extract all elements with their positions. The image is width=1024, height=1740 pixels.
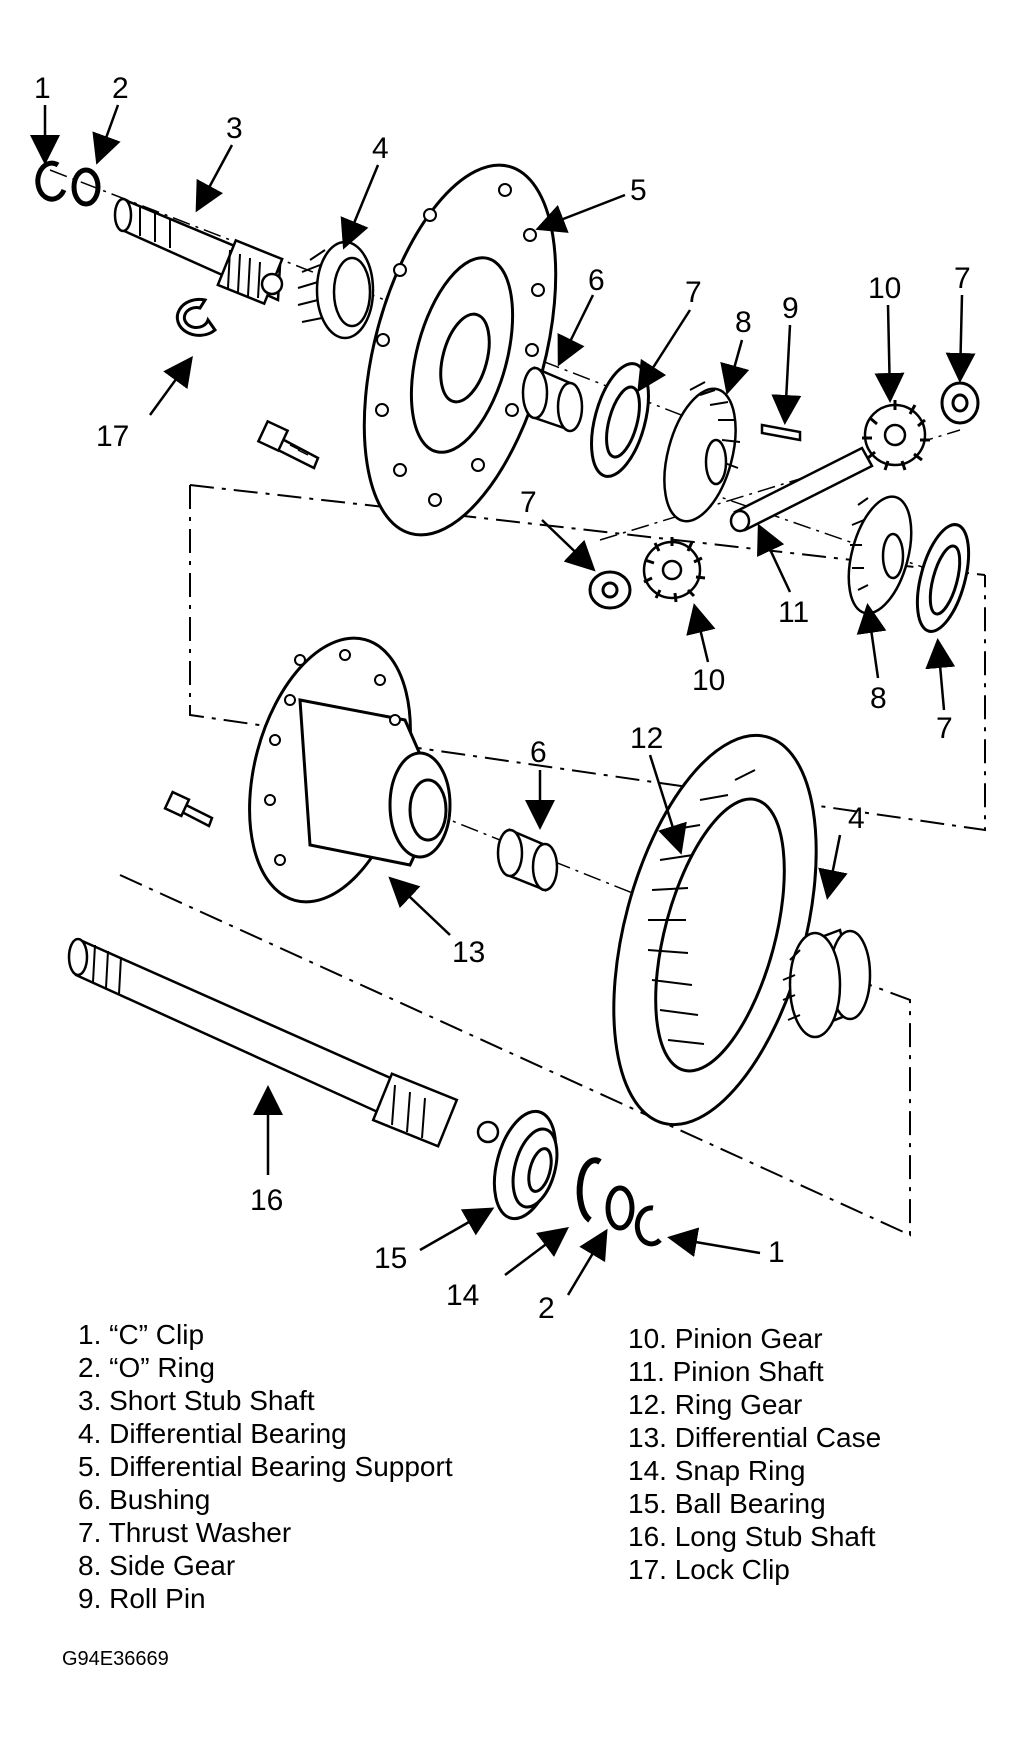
c-clip-top (35, 160, 67, 202)
callout-15: 15 (374, 1242, 407, 1275)
callout-3: 3 (226, 112, 243, 145)
callout-10-top: 10 (868, 272, 901, 305)
pinion-gear-left (642, 537, 706, 603)
long-stub-shaft (67, 937, 500, 1148)
callout-4-top: 4 (372, 132, 389, 165)
ball-bearing (492, 1109, 559, 1221)
legend-item-11: 11. Pinion Shaft (628, 1356, 824, 1387)
callout-7-lower-right: 7 (936, 712, 953, 745)
callout-6-middle: 6 (530, 736, 547, 769)
differential-bearing-top (297, 240, 375, 340)
legend-item-9: 9. Roll Pin (78, 1583, 206, 1614)
c-clip-lower (634, 1205, 662, 1247)
figure-code: G94E36669 (62, 1648, 169, 1670)
callout-14: 14 (446, 1279, 479, 1312)
thrust-washer-top (590, 362, 650, 478)
legend-item-2: 2. “O” Ring (78, 1352, 215, 1383)
legend-item-12: 12. Ring Gear (628, 1389, 803, 1420)
lock-clip (175, 297, 218, 337)
bushing-middle (496, 828, 559, 892)
callout-17: 17 (96, 420, 129, 453)
callout-1-top: 1 (34, 72, 51, 105)
differential-bearing-support (362, 163, 558, 537)
legend-item-4: 4. Differential Bearing (78, 1418, 347, 1449)
leader-arrows (30, 104, 976, 1296)
o-ring-top (71, 167, 101, 207)
callout-12: 12 (630, 722, 663, 755)
legend-item-1: 1. “C” Clip (78, 1319, 205, 1350)
exploded-differential-diagram: 1 2 3 4 5 6 7 8 9 10 7 17 7 10 11 8 7 6 … (30, 72, 986, 1320)
legend-right-column: 10. Pinion Gear 11. Pinion Shaft 12. Rin… (628, 1322, 881, 1586)
callout-8-top: 8 (735, 306, 752, 339)
bolt-middle (163, 790, 214, 828)
side-gear-top (663, 381, 741, 523)
o-ring-lower (605, 1185, 635, 1231)
callout-2-lower: 2 (538, 1292, 555, 1320)
bushing-top (521, 366, 584, 433)
legend-item-14: 14. Snap Ring (628, 1455, 806, 1486)
thrust-washer-lower-right (915, 523, 971, 633)
callout-7-top: 7 (685, 276, 702, 309)
callout-7-upper-right: 7 (954, 262, 971, 295)
callout-10-lower: 10 (692, 664, 725, 697)
callout-16: 16 (250, 1184, 283, 1217)
legend-item-8: 8. Side Gear (78, 1550, 236, 1581)
callout-1-lower: 1 (768, 1236, 785, 1269)
callout-5: 5 (630, 174, 647, 207)
callout-6-top: 6 (588, 264, 605, 297)
callout-13: 13 (452, 936, 485, 969)
roll-pin (760, 423, 802, 442)
thrust-washer-left (588, 570, 632, 610)
differential-case (248, 636, 452, 904)
legend-item-10: 10. Pinion Gear (628, 1323, 823, 1354)
callout-9: 9 (782, 292, 799, 325)
side-gear-right (847, 495, 913, 615)
short-stub-shaft (113, 197, 284, 306)
callout-2-top: 2 (112, 72, 129, 105)
legend-item-3: 3. Short Stub Shaft (78, 1385, 315, 1416)
pinion-gear-right (862, 400, 930, 471)
legend-item-17: 17. Lock Clip (628, 1554, 790, 1585)
differential-bearing-lower (782, 928, 872, 1039)
callout-7-left: 7 (520, 486, 537, 519)
legend-item-6: 6. Bushing (78, 1484, 211, 1515)
callout-11: 11 (778, 596, 809, 629)
ring-gear (612, 733, 818, 1127)
legend-item-5: 5. Differential Bearing Support (78, 1451, 453, 1482)
legend-item-7: 7. Thrust Washer (78, 1517, 292, 1548)
callout-4-lower: 4 (848, 802, 865, 835)
callout-8-lower: 8 (870, 682, 887, 715)
callout-labels: 1 2 3 4 5 6 7 8 9 10 7 17 7 10 11 8 7 6 … (34, 72, 971, 1320)
legend-item-16: 16. Long Stub Shaft (628, 1521, 876, 1552)
bolt-top (256, 419, 320, 470)
legend-item-15: 15. Ball Bearing (628, 1488, 826, 1519)
legend-left-column: 1. “C” Clip 2. “O” Ring 3. Short Stub Sh… (78, 1318, 453, 1615)
snap-ring (576, 1157, 602, 1223)
legend-item-13: 13. Differential Case (628, 1422, 882, 1453)
pinion-shaft (729, 446, 874, 533)
thrust-washer-upper-right (940, 381, 980, 425)
